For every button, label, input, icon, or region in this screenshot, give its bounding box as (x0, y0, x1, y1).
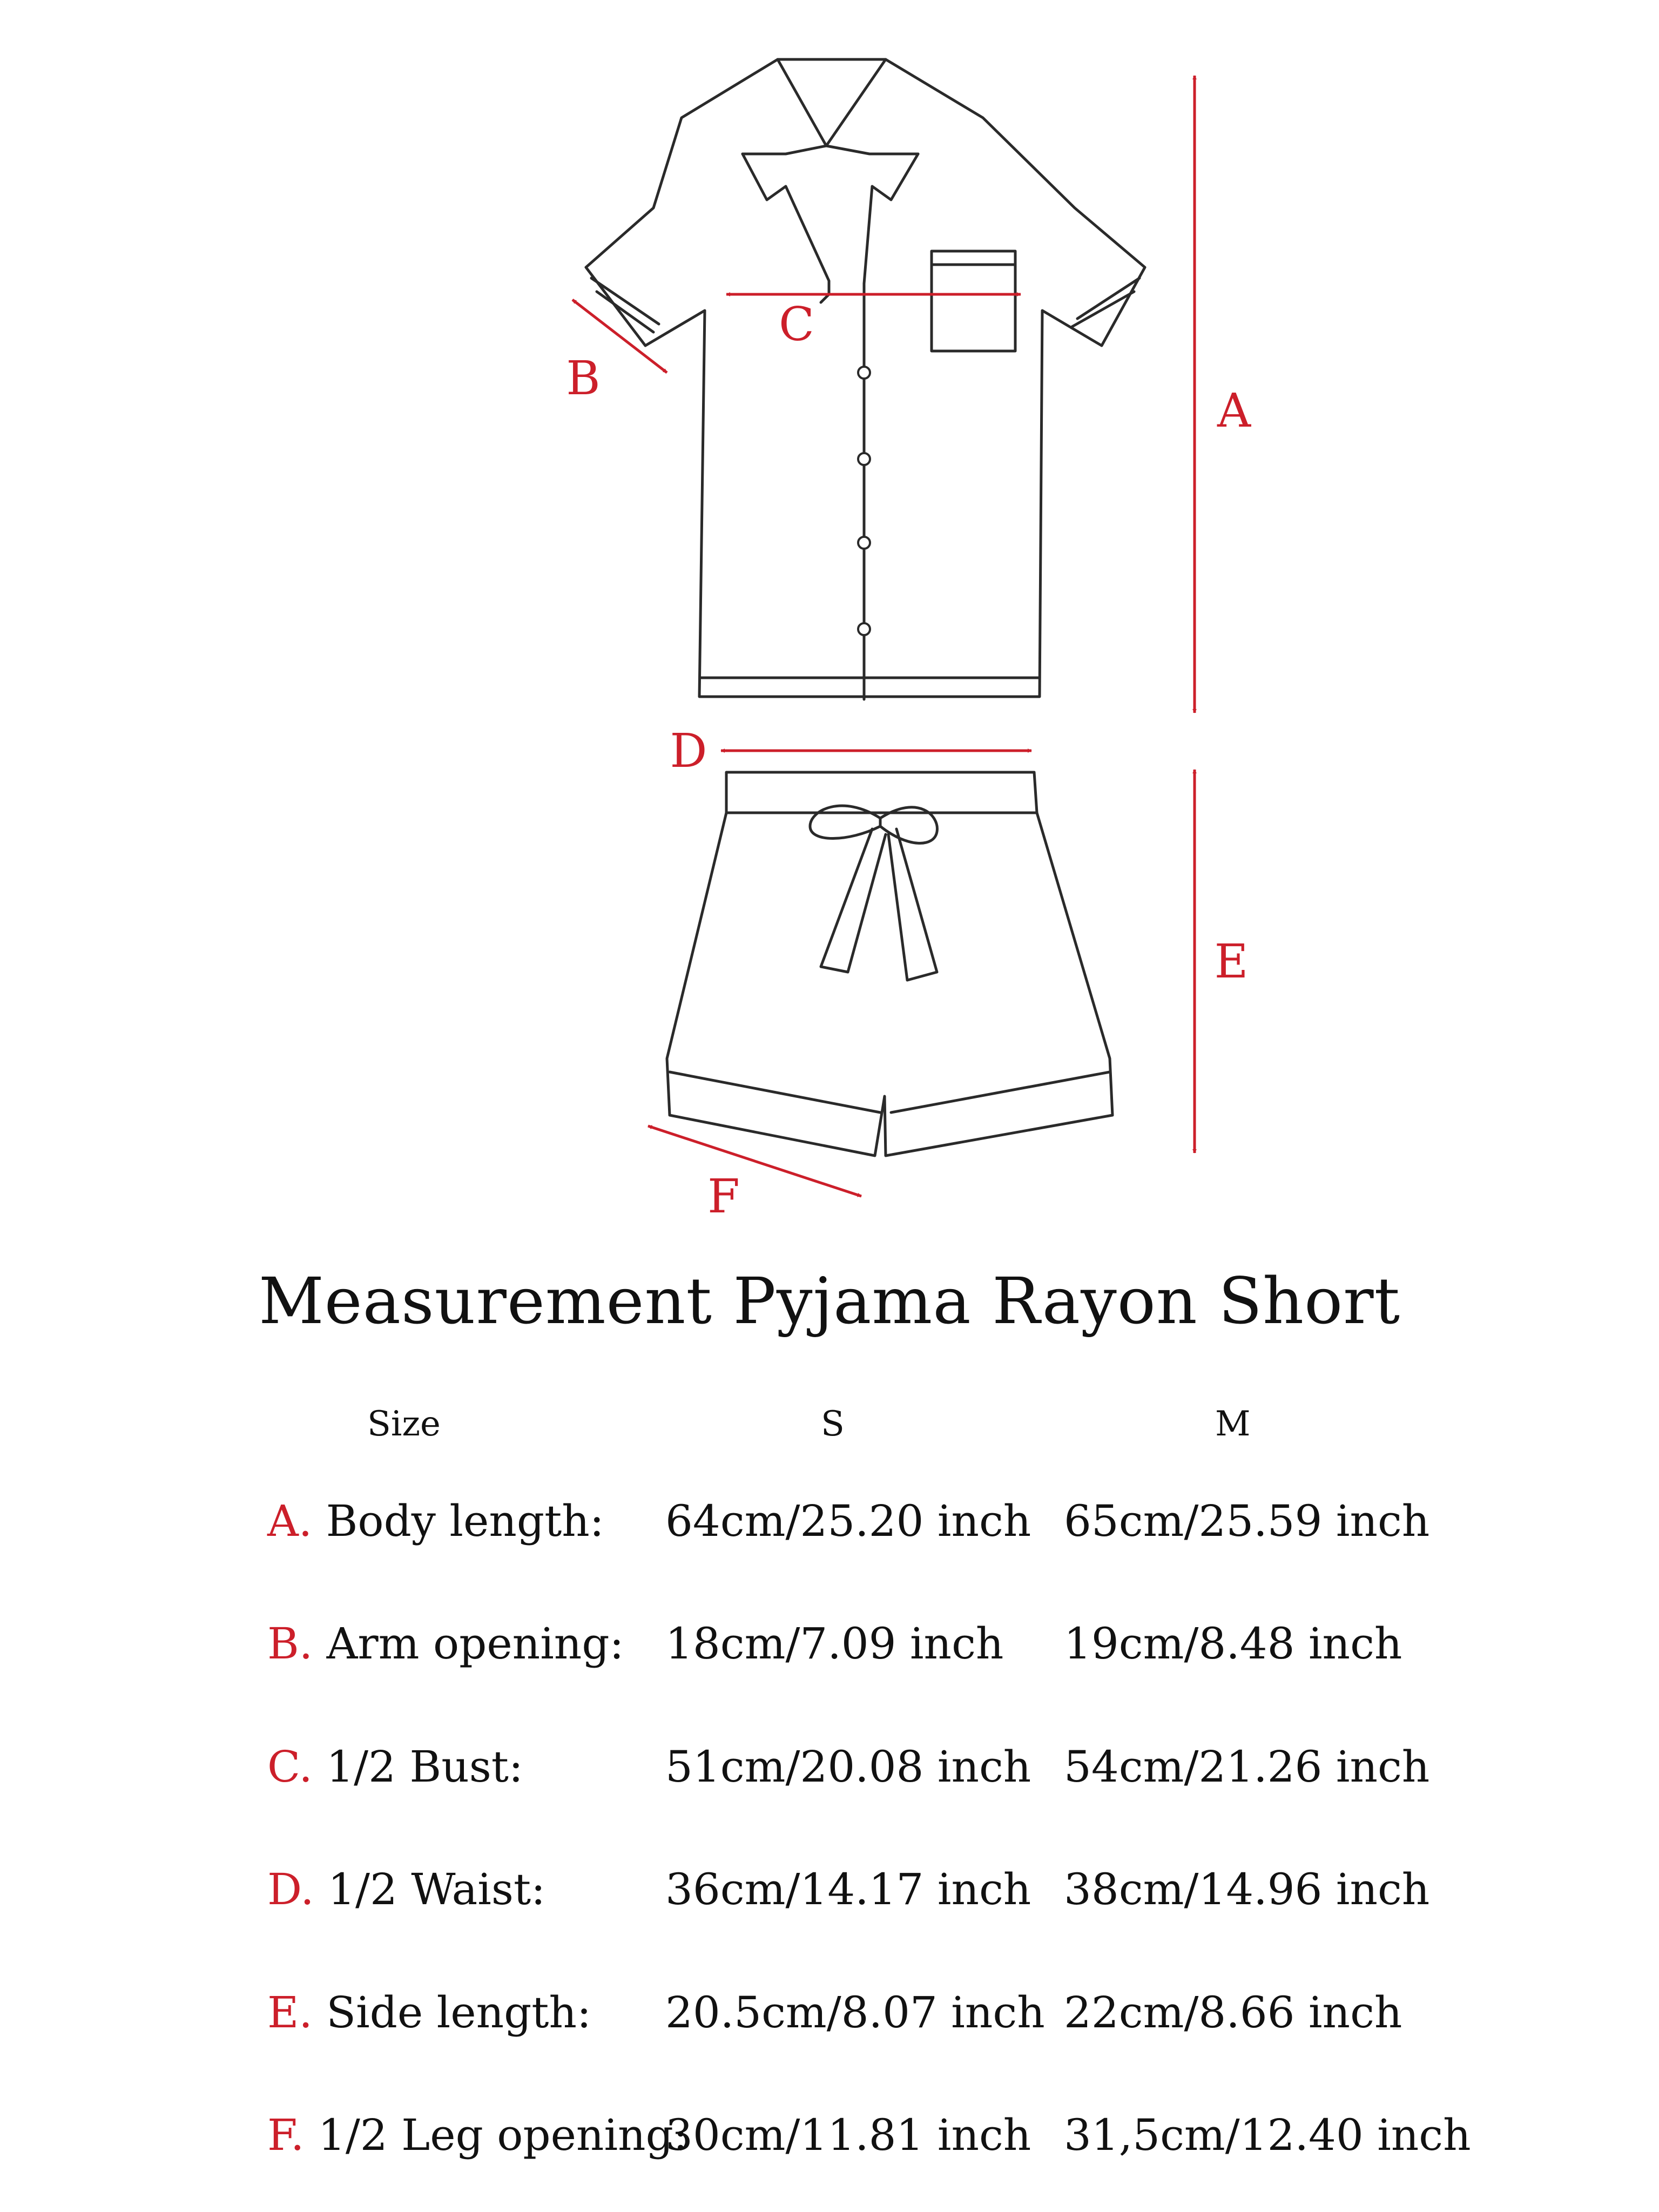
row-value-m: 19cm/8.48 inch (1064, 1618, 1402, 1669)
label-f: F (707, 1170, 740, 1224)
row-label: C. 1/2 Bust: (267, 1742, 523, 1792)
table-row: B. Arm opening: 18cm/7.09 inch 19cm/8.48… (0, 1618, 1659, 1683)
table-row: F. 1/2 Leg opening: 30cm/11.81 inch 31,5… (0, 2110, 1659, 2175)
button-1 (857, 366, 871, 380)
row-value-s: 20.5cm/8.07 inch (665, 1987, 1045, 2038)
label-b: B (566, 352, 600, 406)
button-3 (857, 536, 871, 550)
row-value-s: 51cm/20.08 inch (665, 1742, 1031, 1792)
label-d: D (670, 724, 707, 778)
row-value-s: 30cm/11.81 inch (665, 2110, 1031, 2160)
row-value-s: 18cm/7.09 inch (665, 1618, 1004, 1669)
table-row: A. Body length: 64cm/25.20 inch 65cm/25.… (0, 1496, 1659, 1561)
row-name: Arm opening: (326, 1618, 624, 1669)
row-value-m: 54cm/21.26 inch (1064, 1742, 1430, 1792)
row-label: E. Side length: (267, 1987, 591, 2038)
shirt-buttons (857, 366, 871, 636)
row-letter: A. (267, 1496, 313, 1546)
row-value-m: 38cm/14.96 inch (1064, 1864, 1430, 1914)
header-size: Size (367, 1404, 441, 1444)
row-label: D. 1/2 Waist: (267, 1864, 545, 1914)
label-c: C (779, 298, 814, 352)
shirt-illustration (584, 58, 1147, 701)
row-letter: E. (267, 1987, 313, 2038)
row-name: Side length: (326, 1987, 591, 2038)
measurement-labels: A B C D E F (566, 298, 1251, 1224)
row-label: B. Arm opening: (267, 1618, 624, 1669)
row-letter: B. (267, 1618, 313, 1669)
table-row: C. 1/2 Bust: 51cm/20.08 inch 54cm/21.26 … (0, 1742, 1659, 1806)
row-name: Body length: (326, 1496, 604, 1546)
label-a: A (1217, 384, 1251, 438)
row-letter: C. (267, 1742, 313, 1792)
garment-diagram: A B C D E F (566, 58, 1251, 1224)
row-value-m: 65cm/25.59 inch (1064, 1496, 1430, 1546)
row-label: A. Body length: (267, 1496, 604, 1546)
chart-title: Measurement Pyjama Rayon Short (258, 1264, 1400, 1338)
row-value-m: 22cm/8.66 inch (1064, 1987, 1402, 2038)
table-header: Size S M (0, 1404, 1659, 1469)
measurement-arrows (571, 75, 1197, 1198)
table-row: E. Side length: 20.5cm/8.07 inch 22cm/8.… (0, 1987, 1659, 2052)
row-value-s: 36cm/14.17 inch (665, 1864, 1031, 1914)
row-name: 1/2 Leg opening: (318, 2110, 688, 2160)
header-s: S (821, 1404, 845, 1444)
shorts-illustration (665, 771, 1114, 1157)
button-2 (857, 452, 871, 466)
row-name: 1/2 Waist: (328, 1864, 546, 1914)
row-label: F. 1/2 Leg opening: (267, 2110, 688, 2160)
row-letter: F. (267, 2110, 305, 2160)
button-4 (857, 622, 871, 636)
row-letter: D. (267, 1864, 314, 1914)
arrow-f (648, 1124, 862, 1198)
table-row: D. 1/2 Waist: 36cm/14.17 inch 38cm/14.96… (0, 1864, 1659, 1929)
row-name: 1/2 Bust: (326, 1742, 523, 1792)
label-e: E (1215, 935, 1249, 989)
arrow-b (571, 299, 668, 374)
header-m: M (1215, 1404, 1251, 1444)
row-value-s: 64cm/25.20 inch (665, 1496, 1031, 1546)
row-value-m: 31,5cm/12.40 inch (1064, 2110, 1471, 2160)
